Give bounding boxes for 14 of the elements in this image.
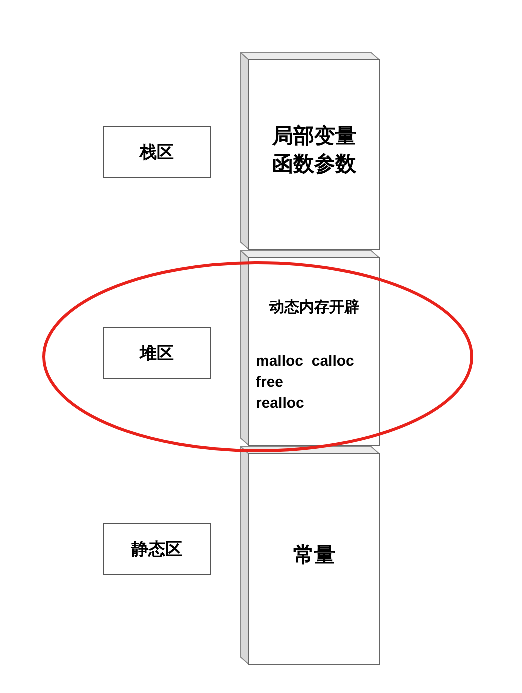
block-heading: 动态内存开辟: [268, 298, 360, 317]
highlight-ellipse: [42, 261, 474, 453]
region-label-box: 栈区: [103, 126, 211, 178]
memory-block: [240, 52, 380, 250]
block-text: 局部变量: [271, 124, 358, 150]
memory-block: [240, 250, 380, 446]
region-label-box: 堆区: [103, 327, 211, 379]
function-name: malloc calloc: [256, 353, 356, 370]
function-name: free: [256, 374, 285, 391]
block-text: 常量: [292, 542, 336, 568]
block-text: 函数参数: [272, 152, 358, 178]
memory-block: [240, 446, 380, 665]
function-name: realloc: [256, 395, 306, 412]
region-label-box: 静态区: [103, 523, 211, 575]
